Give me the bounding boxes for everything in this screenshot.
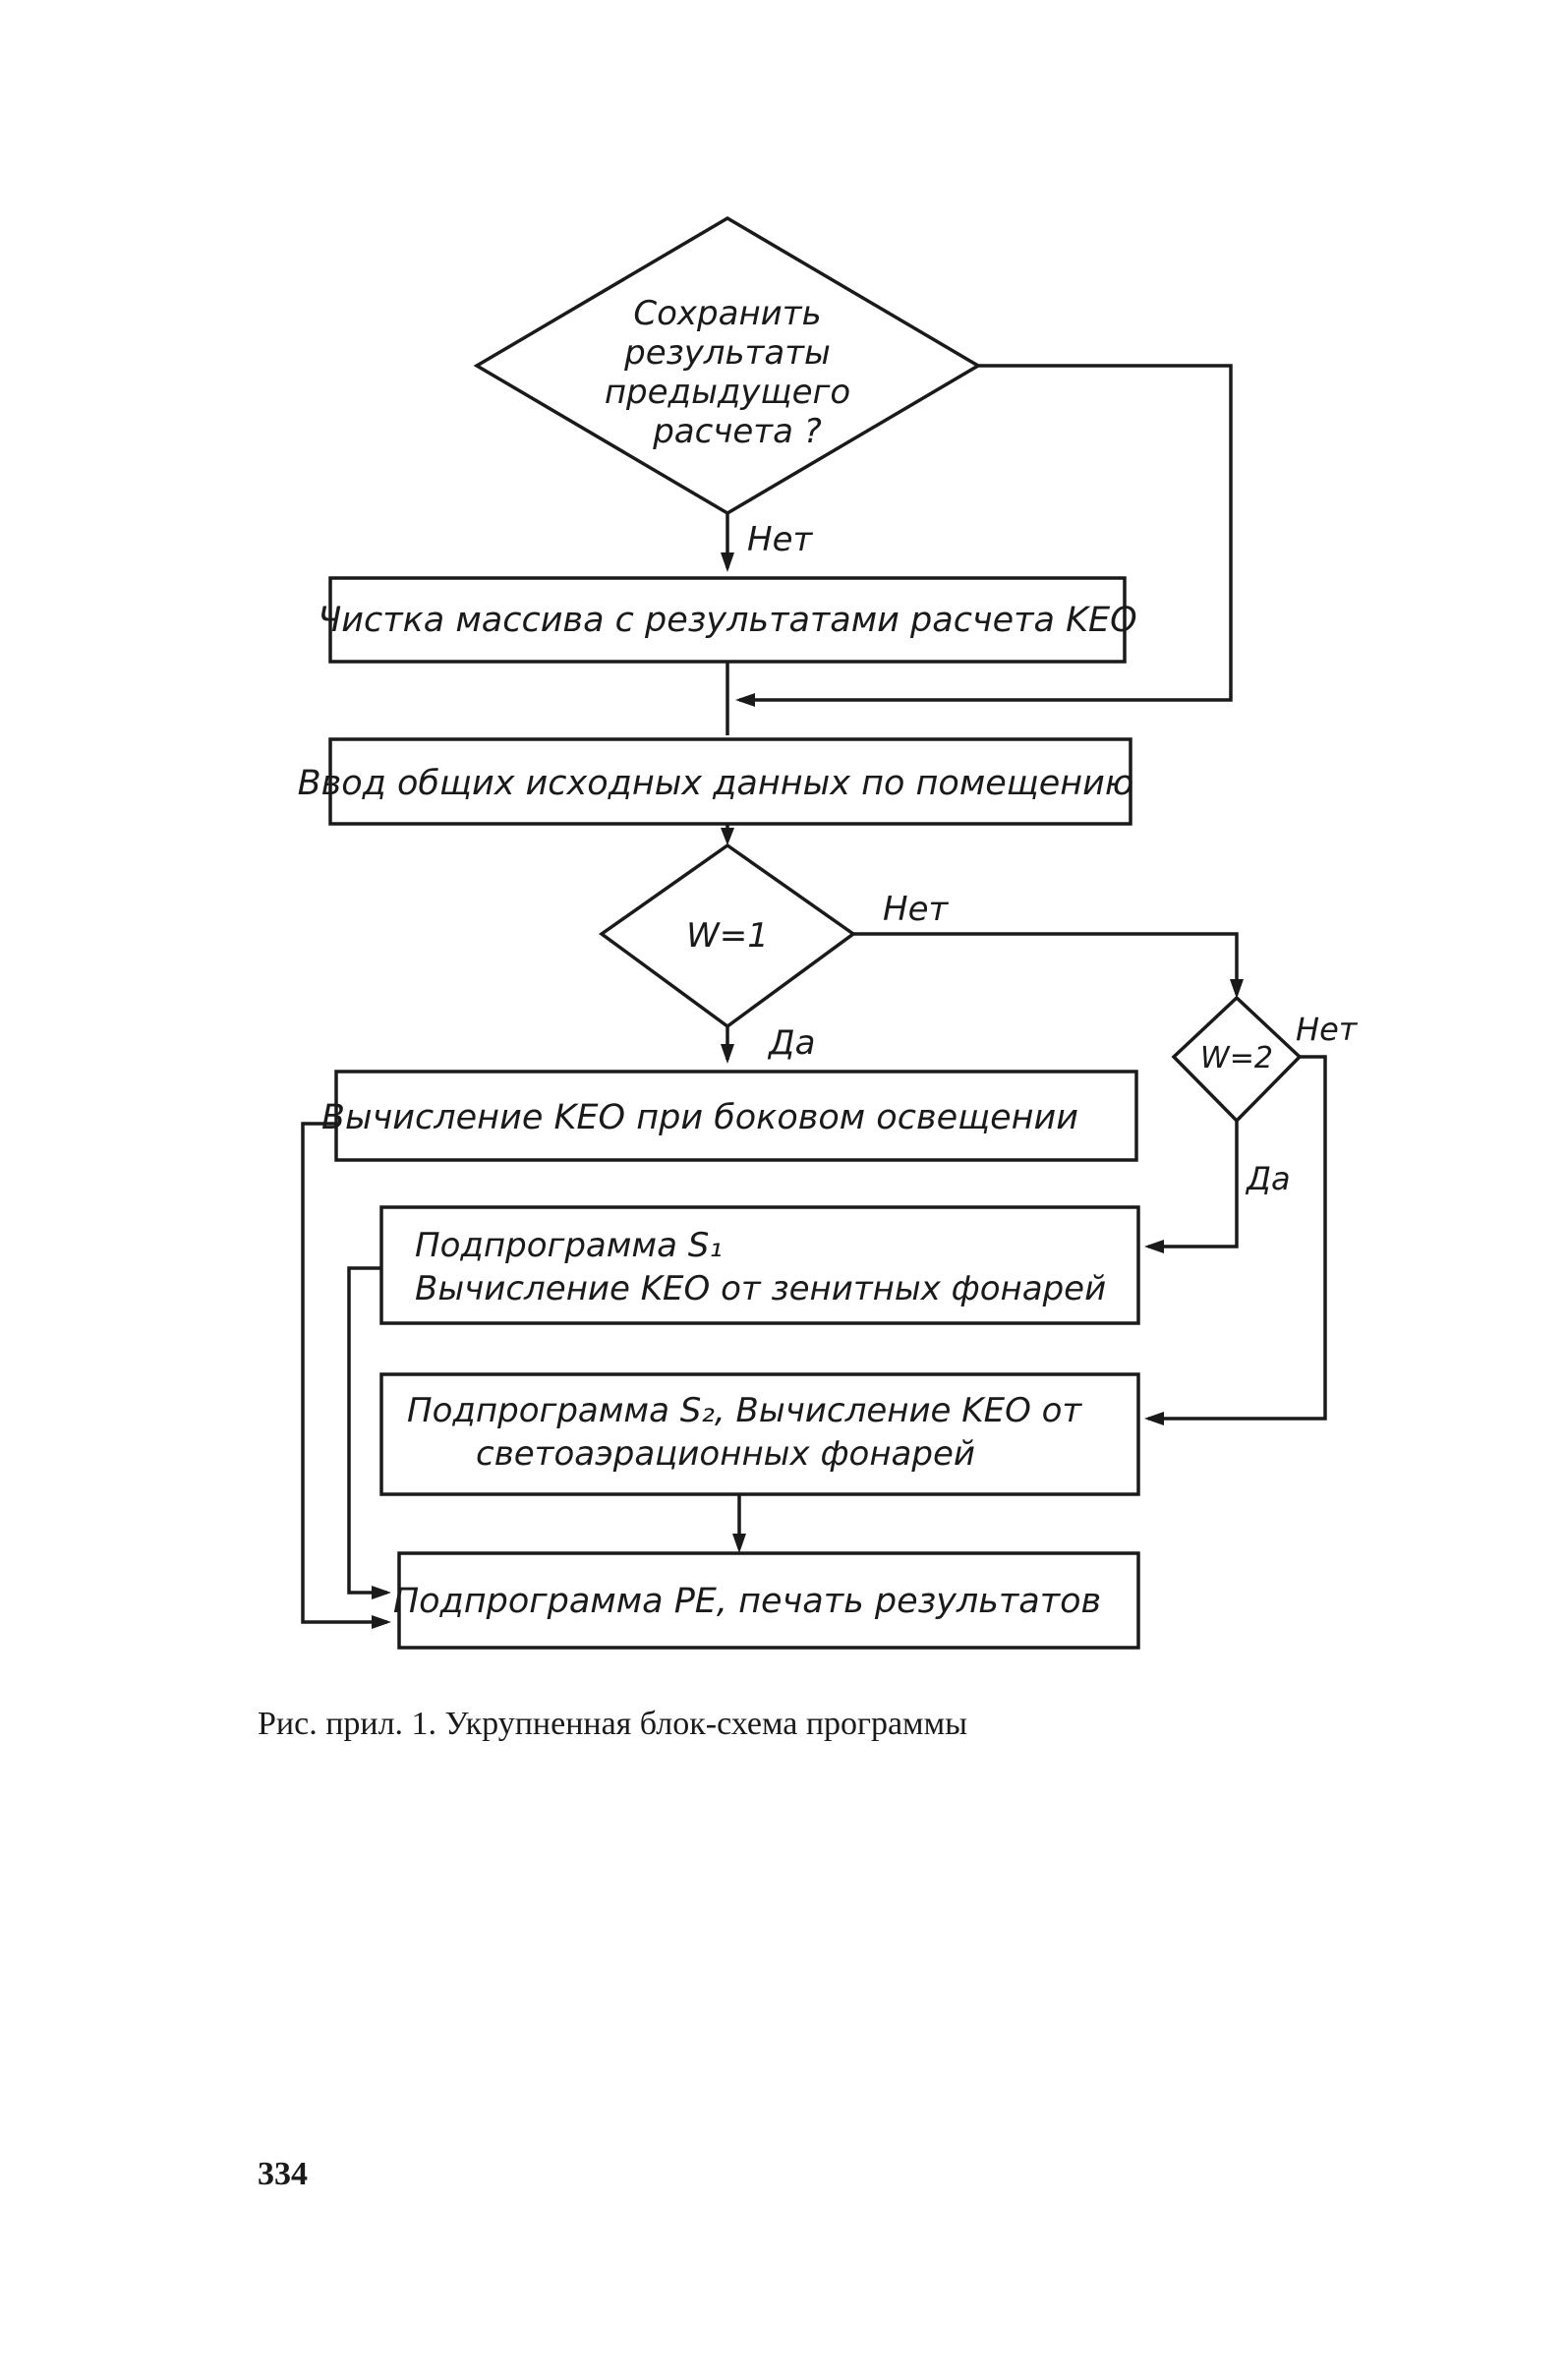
label-yes-1: Да [767, 1023, 815, 1063]
connectors [301, 364, 1327, 1624]
label-no-3: Нет [1296, 1011, 1359, 1048]
label-no-2: Нет [883, 890, 949, 929]
label-yes-2: Да [1245, 1160, 1291, 1197]
box-clear-array: Чистка массива с результатами расчета KE… [318, 576, 1137, 664]
box-side-lighting: Вычисление KEO при боковом освещении [321, 1070, 1138, 1162]
arrowhead [1144, 1240, 1164, 1253]
arrowhead [372, 1586, 391, 1599]
decision-save-line-4: расчета ? [652, 412, 822, 451]
arrowhead [1230, 979, 1244, 999]
decision-w1: W=1 [599, 842, 856, 1029]
decision-save-results: Сохранить результаты предыдущего расчета… [473, 215, 982, 516]
box-subroutine-s2: Подпрограмма S₂, Вычисление KEO от свето… [379, 1372, 1140, 1496]
box-clear-text: Чистка массива с результатами расчета KE… [318, 601, 1136, 640]
box-s1-line-2: Вычисление KEO от зенитных фонарей [415, 1269, 1106, 1308]
decision-save-line-1: Сохранить [633, 294, 821, 333]
figure-caption: Рис. прил. 1. Укрупненная блок-схема про… [258, 1706, 967, 1742]
box-subroutine-pe: Подпрограмма PE, печать результатов [393, 1551, 1140, 1650]
box-pe-text: Подпрограмма PE, печать результатов [393, 1582, 1101, 1621]
page-number: 334 [258, 2156, 308, 2192]
arrowhead [372, 1615, 391, 1629]
arrowhead [721, 1044, 734, 1064]
decision-save-line-2: результаты [623, 333, 831, 373]
box-input-text: Ввод общих исходных данных по помещению [298, 764, 1134, 803]
arrowheads [372, 552, 1244, 1629]
arrowhead [1144, 1412, 1164, 1425]
decision-save-line-3: предыдущего [605, 373, 850, 412]
arrowhead [721, 552, 734, 572]
decision-w2-text: W=2 [1200, 1041, 1273, 1075]
box-side-text: Вычисление KEO при боковом освещении [321, 1098, 1078, 1137]
box-subroutine-s1: Подпрограмма S₁ Вычисление KEO от зенитн… [379, 1205, 1140, 1325]
box-input-data: Ввод общих исходных данных по помещению [298, 737, 1134, 826]
arrowhead [732, 1534, 746, 1553]
box-s2-line-2: светоаэрационных фонарей [476, 1434, 975, 1474]
box-s2-line-1: Подпрограмма S₂, Вычисление KEO от [407, 1391, 1082, 1430]
label-no-1: Нет [747, 520, 813, 559]
decision-w1-text: W=1 [686, 916, 769, 956]
arrowhead [735, 693, 755, 707]
box-s1-line-1: Подпрограмма S₁ [415, 1226, 723, 1265]
arrowhead [721, 828, 734, 845]
decision-w2: W=2 [1171, 995, 1303, 1124]
